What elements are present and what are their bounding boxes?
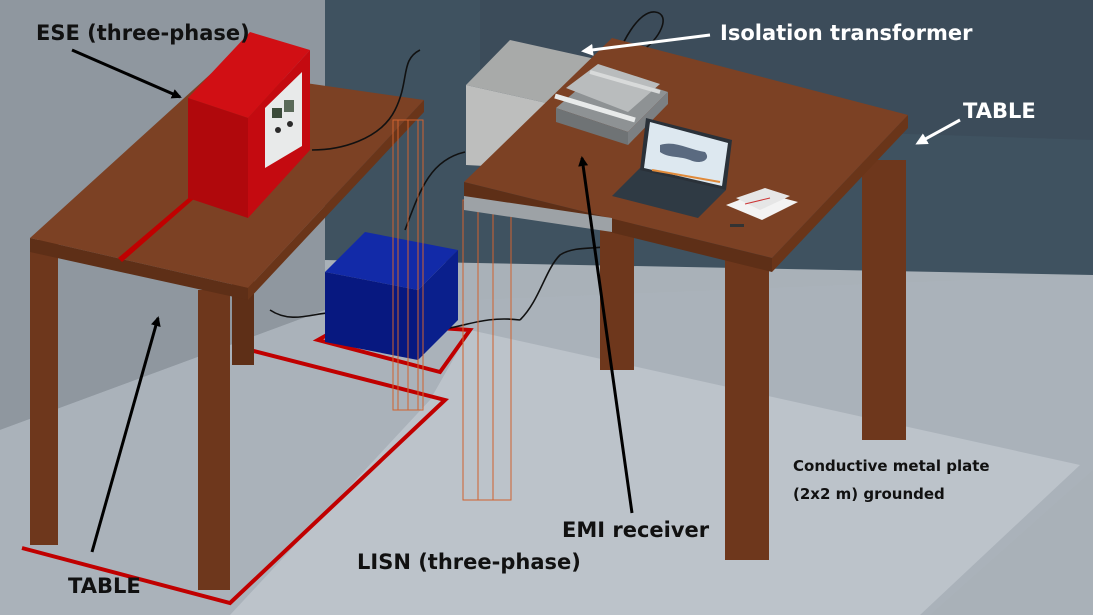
left-table — [30, 70, 424, 590]
label-lisn: LISN (three-phase) — [357, 550, 581, 574]
ese-cabinet — [188, 32, 310, 218]
arrow-table-right — [915, 118, 961, 145]
label-conductive-plate-line2: (2x2 m) grounded — [793, 485, 945, 503]
label-ese: ESE (three-phase) — [36, 21, 250, 45]
label-table-left: TABLE — [68, 574, 141, 598]
arrow-emi-receiver — [578, 156, 634, 514]
arrow-table-left — [90, 316, 161, 553]
laptop — [612, 118, 732, 218]
isolation-transformer — [554, 64, 668, 145]
arrow-ese — [71, 48, 182, 99]
label-table-right: TABLE — [963, 99, 1036, 123]
lisn-wire-columns — [392, 119, 512, 501]
papers — [726, 188, 798, 227]
label-emi-receiver: EMI receiver — [562, 518, 710, 542]
label-conductive-plate-line1: Conductive metal plate — [793, 457, 990, 475]
arrow-isolation-transformer — [581, 33, 711, 56]
annotation-arrows — [71, 33, 961, 553]
lisn-box — [325, 232, 458, 360]
label-isolation-transformer: Isolation transformer — [720, 21, 973, 45]
ese-control-panel — [265, 72, 302, 168]
